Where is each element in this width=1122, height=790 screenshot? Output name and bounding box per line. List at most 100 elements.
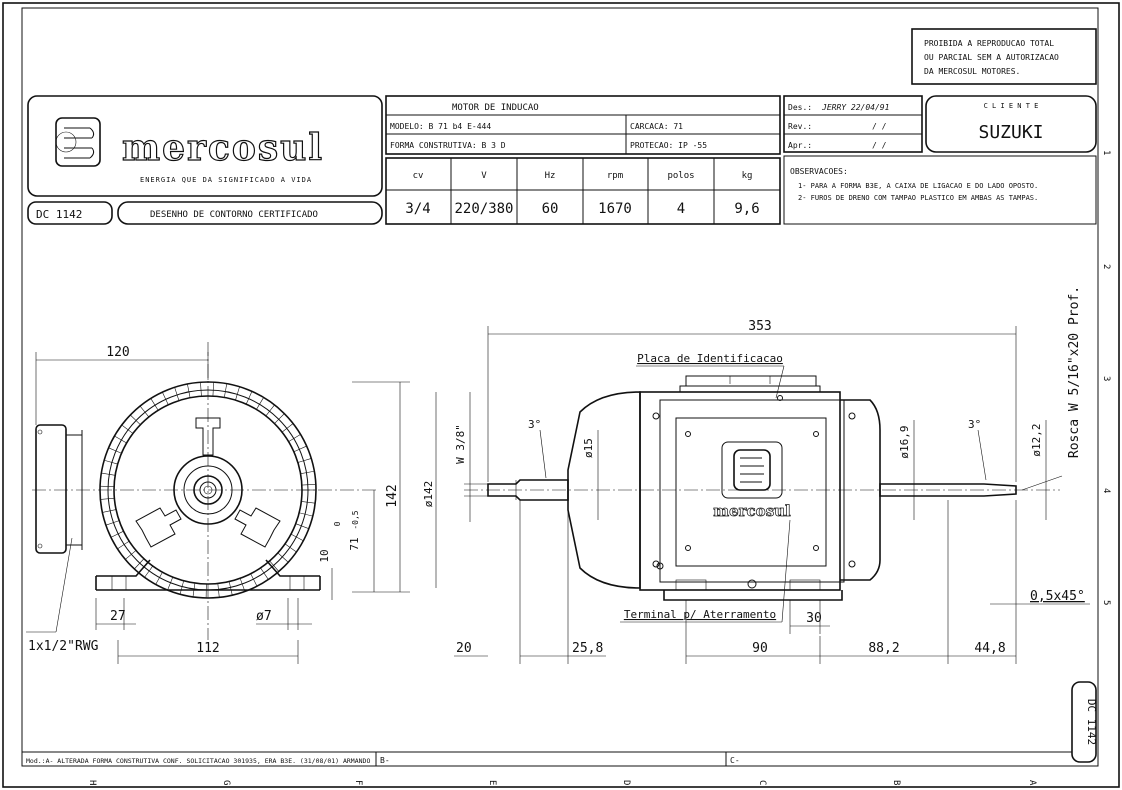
cooling-fin bbox=[150, 398, 159, 411]
cooling-fin bbox=[162, 391, 169, 405]
zone-1: 1 bbox=[1101, 150, 1111, 155]
reproduction-notice: PROIBIDA A REPRODUCAO TOTAL OU PARCIAL S… bbox=[911, 28, 1097, 85]
spec-value-hz: 60 bbox=[542, 201, 559, 217]
zone-a: A bbox=[1027, 780, 1037, 786]
dim-phi7: ø7 bbox=[256, 609, 272, 624]
brand-tagline: ENERGIA QUE DA SIGNIFICADO A VIDA bbox=[140, 176, 312, 184]
placa-label: Placa de Identificacao bbox=[637, 352, 783, 365]
dim-112: 112 bbox=[196, 641, 219, 656]
cooling-fin bbox=[102, 509, 117, 513]
cooling-fin bbox=[299, 512, 313, 517]
angle-left: 3° bbox=[528, 418, 541, 431]
inner-frame bbox=[21, 7, 1099, 767]
cooling-fin bbox=[281, 423, 294, 433]
cooling-fin bbox=[224, 383, 228, 398]
chamfer-label: 0,5x45° bbox=[1030, 589, 1085, 604]
cooling-fins bbox=[100, 382, 316, 598]
observation-1: 1- PARA A FORMA B3E, A CAIXA DE LIGACAO … bbox=[798, 182, 1038, 190]
spec-value-polos: 4 bbox=[677, 201, 685, 217]
angle-right: 3° bbox=[968, 418, 981, 431]
cooling-fin bbox=[117, 540, 130, 550]
cooling-fin bbox=[288, 434, 301, 442]
dim-258: 25,8 bbox=[572, 641, 603, 656]
dim-10: 10 bbox=[318, 549, 331, 562]
cooling-fin bbox=[260, 567, 269, 580]
dim-27: 27 bbox=[110, 609, 126, 624]
revision-b: B- bbox=[380, 756, 390, 765]
zone-5: 5 bbox=[1101, 600, 1111, 605]
motor-protecao: PROTECAO: IP -55 bbox=[630, 141, 707, 150]
client-label: C L I E N T E bbox=[984, 102, 1039, 110]
dim-30: 30 bbox=[806, 611, 822, 626]
dim-71-tol-lower: -0,5 bbox=[351, 510, 360, 529]
dim-w38: W 3/8" bbox=[454, 424, 467, 464]
cooling-fin bbox=[100, 497, 115, 500]
zone-h: H bbox=[87, 780, 97, 785]
cooling-fin bbox=[290, 533, 304, 541]
terminal-label: Terminal p/ Aterramento bbox=[624, 608, 776, 621]
notice-line-1: PROIBIDA A REPRODUCAO TOTAL bbox=[924, 39, 1054, 48]
side-logo-text: mercosul bbox=[713, 502, 791, 520]
cooling-fin bbox=[256, 397, 264, 410]
front-view: 120 142 71 0 -0,5 10 27 ø7 112 1x1/2"RWG bbox=[26, 342, 410, 664]
zone-2: 2 bbox=[1101, 264, 1111, 269]
dim-phi122: ø12,2 bbox=[1030, 423, 1043, 456]
zone-f: F bbox=[353, 780, 363, 785]
motor-modelo: MODELO: B 71 b4 E-444 bbox=[390, 122, 491, 131]
motor-carcaca: CARCACA: 71 bbox=[630, 122, 683, 131]
side-code-box: DC 1142 bbox=[1071, 681, 1098, 763]
mercosul-emblem-icon bbox=[55, 117, 101, 167]
cooling-fin bbox=[101, 472, 116, 476]
zone-b: B bbox=[891, 780, 901, 785]
cooling-fin bbox=[114, 435, 127, 444]
cooling-fin bbox=[301, 501, 316, 504]
dim-20: 20 bbox=[456, 641, 472, 656]
revision-row: Mod.:A- ALTERADA FORMA CONSTRUTIVA CONF.… bbox=[22, 751, 1072, 766]
cooling-fin bbox=[110, 530, 124, 538]
cooling-fin bbox=[108, 447, 122, 454]
dim-448: 44,8 bbox=[974, 641, 1005, 656]
spec-value-rpm: 1670 bbox=[598, 201, 632, 217]
motor-forma: FORMA CONSTRUTIVA: B 3 D bbox=[390, 141, 506, 150]
cooling-fin bbox=[104, 459, 118, 465]
cooling-fin bbox=[105, 520, 120, 526]
cooling-fin bbox=[130, 414, 141, 425]
spec-header-v: V bbox=[481, 171, 487, 181]
cooling-fin bbox=[235, 386, 240, 401]
dim-90: 90 bbox=[752, 641, 768, 656]
zone-markers: H G F E D C B A 1 2 3 4 5 bbox=[87, 150, 1111, 786]
dim-phi142: ø142 bbox=[422, 481, 435, 508]
cooling-fin bbox=[284, 543, 297, 553]
cooling-fin bbox=[125, 550, 137, 560]
cooling-fin bbox=[174, 387, 180, 401]
side-drawing-code: DC 1142 bbox=[1085, 699, 1098, 745]
cooling-fin bbox=[200, 382, 202, 397]
apr-label: Apr.: bbox=[788, 141, 812, 150]
spec-header-polos: polos bbox=[667, 171, 694, 181]
notice-line-2: OU PARCIAL SEM A AUTORIZACAO bbox=[924, 53, 1059, 62]
cooling-fin bbox=[121, 424, 134, 434]
dim-phi15: ø15 bbox=[582, 438, 595, 458]
cooling-fin bbox=[144, 565, 153, 578]
cooling-fin bbox=[293, 445, 307, 453]
dim-142: 142 bbox=[385, 484, 400, 507]
cooling-fin bbox=[245, 391, 253, 405]
zone-c: C bbox=[757, 780, 767, 785]
spec-header-cv: cv bbox=[413, 171, 424, 181]
observations-title: OBSERVACOES: bbox=[790, 167, 848, 176]
zone-3: 3 bbox=[1101, 376, 1111, 381]
cooling-fin bbox=[250, 573, 258, 587]
zone-e: E bbox=[487, 780, 497, 785]
approval-table: Des.: JERRY 22/04/91 Rev.: / / Apr.: / / bbox=[783, 95, 923, 153]
thread-label: Rosca W 5/16"x20 Prof. bbox=[1067, 286, 1082, 458]
cooling-fin bbox=[277, 552, 289, 563]
zone-4: 4 bbox=[1101, 488, 1111, 493]
dim-71: 71 bbox=[348, 537, 361, 550]
drawing-code: DC 1142 bbox=[36, 208, 82, 221]
observation-2: 2- FUROS DE DRENO COM TAMPAO PLASTICO EM… bbox=[798, 194, 1038, 202]
spec-value-kg: 9,6 bbox=[734, 201, 759, 217]
cooling-fin bbox=[297, 458, 312, 463]
